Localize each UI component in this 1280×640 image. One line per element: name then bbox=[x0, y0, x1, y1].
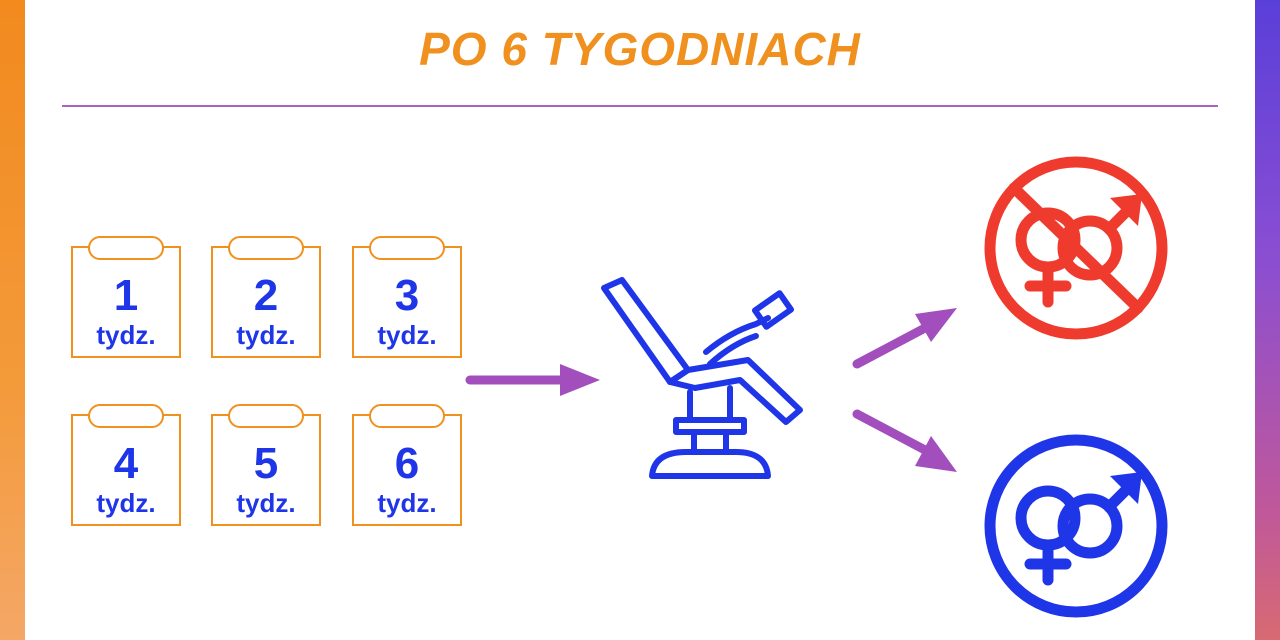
week-number: 3 bbox=[394, 271, 420, 320]
week-number: 4 bbox=[113, 439, 139, 488]
calendar-icon bbox=[352, 236, 462, 358]
left-edge-band bbox=[0, 0, 25, 640]
intercourse-icon bbox=[984, 434, 1168, 618]
right-edge-band bbox=[1255, 0, 1280, 640]
week-number: 2 bbox=[253, 271, 279, 320]
week-unit: tydz. bbox=[377, 488, 437, 518]
arrow-to-chair bbox=[465, 364, 600, 396]
week-unit: tydz. bbox=[96, 488, 156, 518]
week-card-5: 5 tydz. bbox=[211, 404, 321, 526]
calendar-icon bbox=[71, 404, 181, 526]
arrow-to-forbidden bbox=[852, 308, 957, 369]
no-intercourse-icon bbox=[984, 156, 1168, 340]
week-number: 5 bbox=[253, 439, 279, 488]
week-card-2: 2 tydz. bbox=[211, 236, 321, 358]
week-card-1: 1 tydz. bbox=[71, 236, 181, 358]
week-card-4: 4 tydz. bbox=[71, 404, 181, 526]
week-number: 1 bbox=[113, 271, 139, 320]
week-unit: tydz. bbox=[236, 320, 296, 350]
calendar-icon bbox=[211, 236, 321, 358]
week-card-6: 6 tydz. bbox=[352, 404, 462, 526]
week-card-3: 3 tydz. bbox=[352, 236, 462, 358]
week-unit: tydz. bbox=[236, 488, 296, 518]
gynecological-chair-icon bbox=[601, 277, 803, 479]
week-number: 6 bbox=[394, 439, 420, 488]
week-unit: tydz. bbox=[96, 320, 156, 350]
calendar-icon bbox=[71, 236, 181, 358]
week-unit: tydz. bbox=[377, 320, 437, 350]
arrow-to-allowed bbox=[852, 409, 957, 472]
title-divider bbox=[62, 105, 1218, 107]
calendar-icon bbox=[352, 404, 462, 526]
calendar-icon bbox=[211, 404, 321, 526]
page-title: PO 6 TYGODNIACH bbox=[419, 23, 861, 75]
